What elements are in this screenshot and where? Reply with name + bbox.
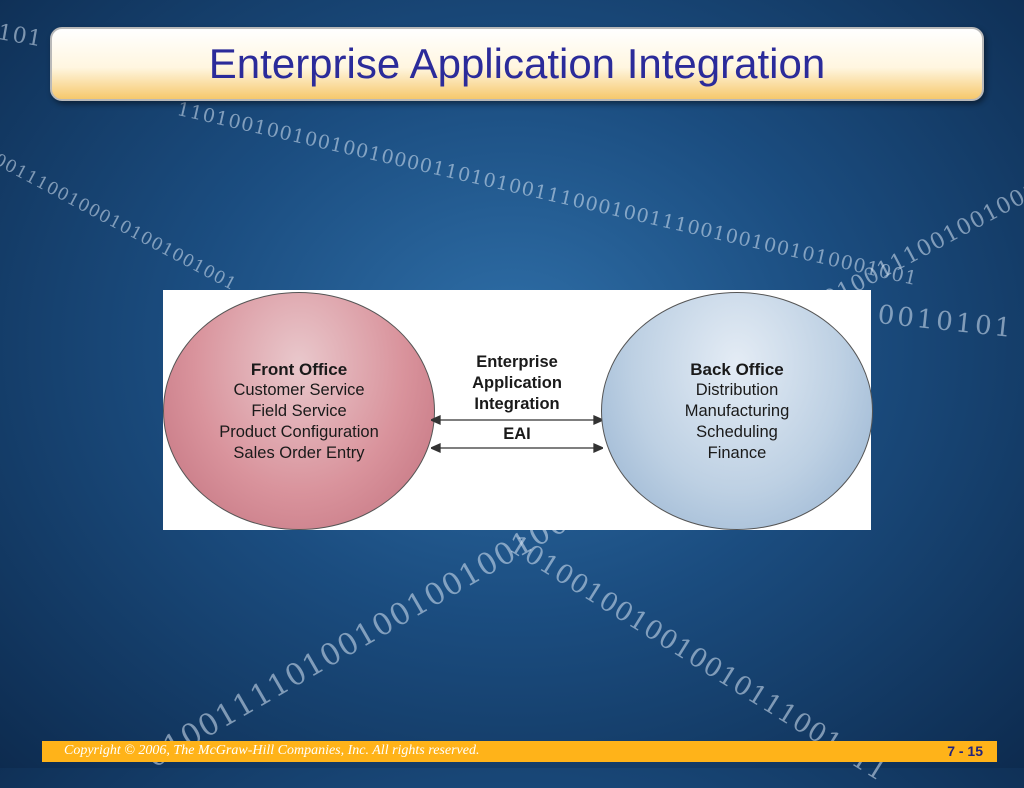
front-office-item: Field Service — [251, 401, 347, 420]
back-office-item: Scheduling — [696, 422, 778, 441]
eai-label-line: Enterprise — [476, 353, 558, 371]
eai-label: Enterprise Application Integration — [453, 352, 581, 415]
front-office-item: Product Configuration — [219, 422, 379, 441]
arrowhead-left-top — [431, 414, 441, 426]
back-office-circle: Back Office Distribution Manufacturing S… — [601, 292, 873, 530]
title-banner: Enterprise Application Integration — [50, 27, 984, 101]
binary-decoration: 1101001001001001000011010100111000100111… — [175, 98, 920, 291]
eai-label-line: Integration — [474, 395, 560, 413]
arrowhead-left-bottom — [431, 442, 441, 454]
page-number: 7 - 15 — [947, 743, 983, 759]
front-office-circle: Front Office Customer Service Field Serv… — [163, 292, 435, 530]
front-office-item: Customer Service — [233, 380, 365, 399]
back-office-item: Distribution — [695, 380, 779, 399]
eai-label-line: Application — [472, 374, 562, 392]
footer-bar: Copyright © 2006, The McGraw-Hill Compan… — [42, 741, 997, 762]
eai-acronym: EAI — [503, 425, 531, 443]
front-office-heading: Front Office — [250, 359, 348, 379]
copyright-text: Copyright © 2006, The McGraw-Hill Compan… — [64, 743, 480, 758]
back-office-item: Manufacturing — [684, 401, 790, 420]
binary-decoration: 00111001000101001001001 — [0, 150, 240, 296]
back-office-heading: Back Office — [690, 359, 784, 379]
bidirectional-arrows — [431, 414, 603, 454]
back-office-item: Finance — [707, 443, 767, 462]
eai-diagram: Front Office Customer Service Field Serv… — [163, 290, 873, 530]
binary-decoration: 101 — [0, 20, 45, 53]
slide-title: Enterprise Application Integration — [208, 40, 826, 87]
front-office-item: Sales Order Entry — [233, 443, 365, 462]
arrowhead-right-bottom — [593, 442, 603, 454]
arrowhead-right-top — [593, 414, 603, 426]
binary-decoration: 10010101 — [856, 298, 1016, 345]
